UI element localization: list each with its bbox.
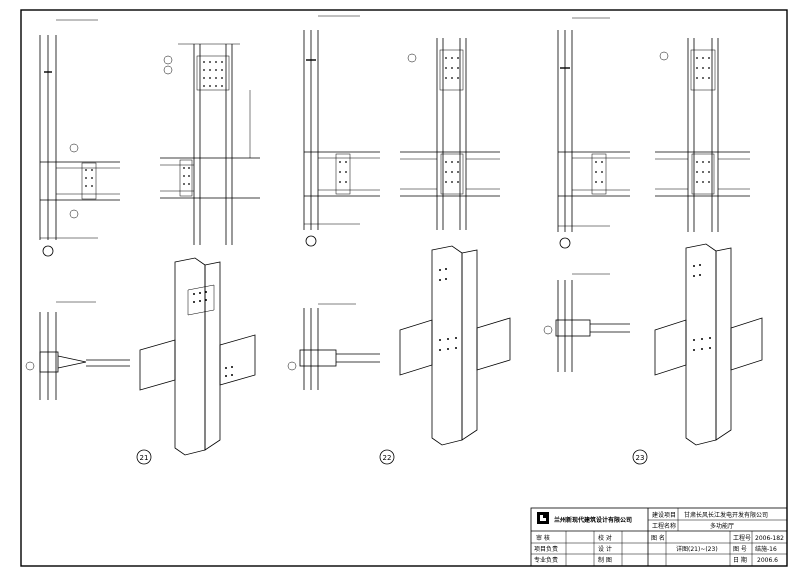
svg-text:23: 23 xyxy=(636,454,645,462)
specialty-lead-person: 制 图 xyxy=(598,556,612,564)
date: 2006.6 xyxy=(757,557,778,564)
detail-marker-22: 22 xyxy=(379,449,395,465)
detail-21-plan xyxy=(25,301,130,400)
sheet-frame xyxy=(20,9,788,567)
job-no: 2006-182 xyxy=(755,535,784,542)
review-label: 审 核 xyxy=(536,534,550,542)
detail-22-isometric xyxy=(399,245,511,446)
detail-22-elevation-right xyxy=(400,38,500,230)
review-person: 校 对 xyxy=(598,534,612,542)
detail-23-isometric xyxy=(654,243,763,446)
drawing-name: 详图(21)~(23) xyxy=(676,545,718,553)
company-logo-icon xyxy=(537,512,549,524)
detail-22-elevation-left xyxy=(303,15,380,247)
project-lead-person: 设 计 xyxy=(598,545,612,553)
project-lead-label: 项目负责 xyxy=(534,545,558,553)
svg-text:21: 21 xyxy=(140,454,149,462)
detail-marker-21: 21 xyxy=(136,449,152,465)
detail-marker-23: 23 xyxy=(632,449,648,465)
job-no-label: 工程号 xyxy=(733,534,751,542)
specialty-lead-label: 专业负责 xyxy=(534,556,558,564)
drawing-no: 结施-16 xyxy=(755,545,777,553)
detail-22-plan xyxy=(287,303,380,390)
date-label: 日 期 xyxy=(733,556,747,564)
detail-23-elevation-left xyxy=(557,17,630,249)
detail-21-isometric xyxy=(139,257,256,456)
detail-21-elevation-left xyxy=(39,19,120,257)
company-name: 兰州新现代建筑设计有限公司 xyxy=(554,516,632,524)
work-label: 工程名称 xyxy=(652,522,676,530)
project-label: 建设项目 xyxy=(652,511,676,519)
detail-23-plan xyxy=(543,273,630,372)
drawing-no-label: 图 号 xyxy=(733,546,747,553)
drawing-name-label: 图 名 xyxy=(651,534,665,542)
project-value: 甘肃长风长江发电开发有限公司 xyxy=(684,511,768,519)
title-block: 兰州新现代建筑设计有限公司 建设项目 甘肃长风长江发电开发有限公司 工程名称 多… xyxy=(530,507,788,567)
detail-21-elevation-right xyxy=(160,43,260,245)
work-value: 多功能厅 xyxy=(710,522,734,530)
svg-text:22: 22 xyxy=(383,454,392,462)
detail-23-elevation-right xyxy=(655,38,750,232)
